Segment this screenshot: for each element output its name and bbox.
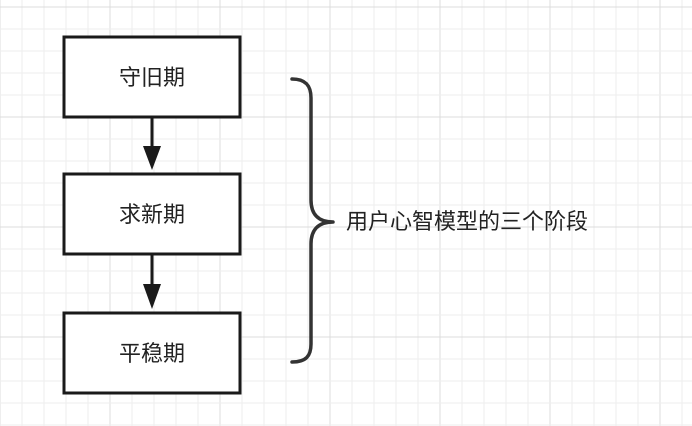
curly-brace [290, 77, 335, 364]
arrow-stage-1-to-2 [143, 117, 161, 170]
node-label: 守旧期 [119, 66, 185, 91]
arrow-stage-2-to-3 [143, 254, 161, 309]
node-label: 求新期 [119, 203, 185, 228]
arrow-head [143, 146, 161, 170]
node-stage-3[interactable]: 平稳期 [62, 311, 242, 395]
arrow-head [143, 284, 161, 309]
node-box [62, 35, 242, 119]
node-stage-1[interactable]: 守旧期 [62, 35, 242, 119]
brace-label: 用户心智模型的三个阶段 [346, 210, 588, 235]
node-label: 平稳期 [119, 342, 185, 367]
node-box [62, 172, 242, 256]
node-stage-2[interactable]: 求新期 [62, 172, 242, 256]
node-box [62, 311, 242, 395]
